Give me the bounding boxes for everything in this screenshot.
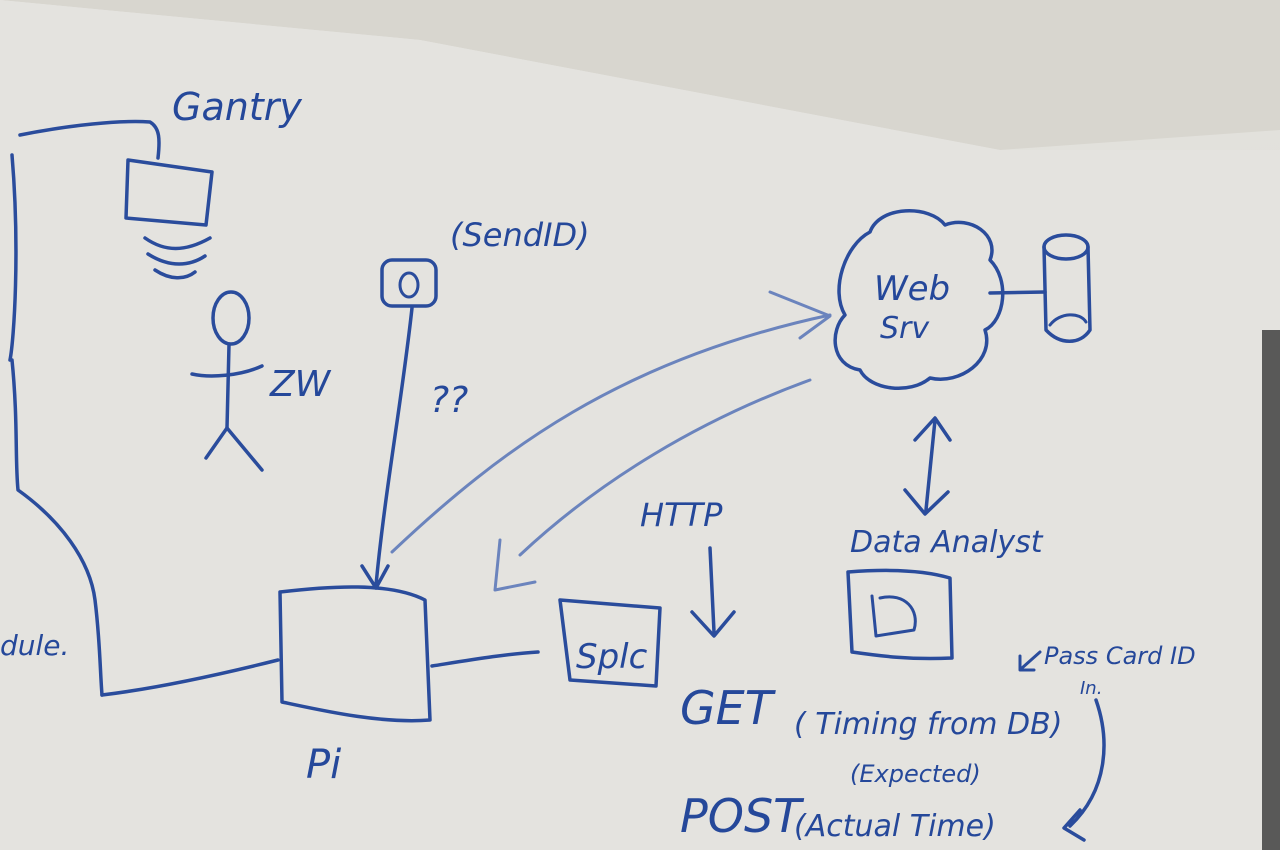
web-server-label-line1: Web [874, 269, 950, 309]
pass-card-sub-label: In. [1080, 678, 1102, 699]
wall-background [0, 0, 1280, 150]
gantry-connection-line [18, 119, 161, 160]
pi-label: Pi [306, 742, 341, 788]
post-description: (Actual Time) [794, 809, 996, 844]
gantry-icon [124, 158, 214, 280]
get-post-bracket [1062, 698, 1106, 842]
web-server-cloud [833, 209, 1005, 391]
send-id-label: (SendID) [450, 216, 590, 254]
module-to-pi-line [100, 658, 280, 697]
post-method-label: POST [680, 789, 805, 843]
expected-note: (Expected) [850, 760, 981, 788]
pass-card-pointer-arrow [1018, 650, 1042, 672]
monitor-icon [846, 568, 954, 661]
get-description: ( Timing from DB) [794, 707, 1062, 742]
http-arrow [690, 546, 736, 638]
pi-box [278, 585, 432, 723]
plc-box [558, 598, 662, 688]
plc-label: Splc [576, 637, 648, 677]
left-fragment-label: dule. [0, 629, 69, 662]
person-code-label: ZW [269, 364, 332, 405]
sensor-box-icon [380, 258, 438, 308]
pi-to-server-arrow [390, 290, 832, 554]
unknown-label: ?? [430, 380, 468, 421]
server-to-plc-arrow [493, 378, 812, 592]
left-module-outline [8, 153, 104, 697]
data-analyst-label: Data Analyst [850, 525, 1044, 560]
database-icon [988, 233, 1092, 343]
pi-to-plc-line [430, 650, 540, 668]
pass-card-id-label: Pass Card ID [1044, 642, 1196, 670]
get-method-label: GET [680, 681, 777, 735]
server-analyst-double-arrow [903, 416, 952, 516]
board-frame-edge [1262, 330, 1280, 850]
web-server-label-line2: Srv [880, 311, 930, 346]
http-label: HTTP [640, 496, 723, 534]
person-icon [190, 290, 264, 472]
gantry-label: Gantry [172, 85, 302, 129]
